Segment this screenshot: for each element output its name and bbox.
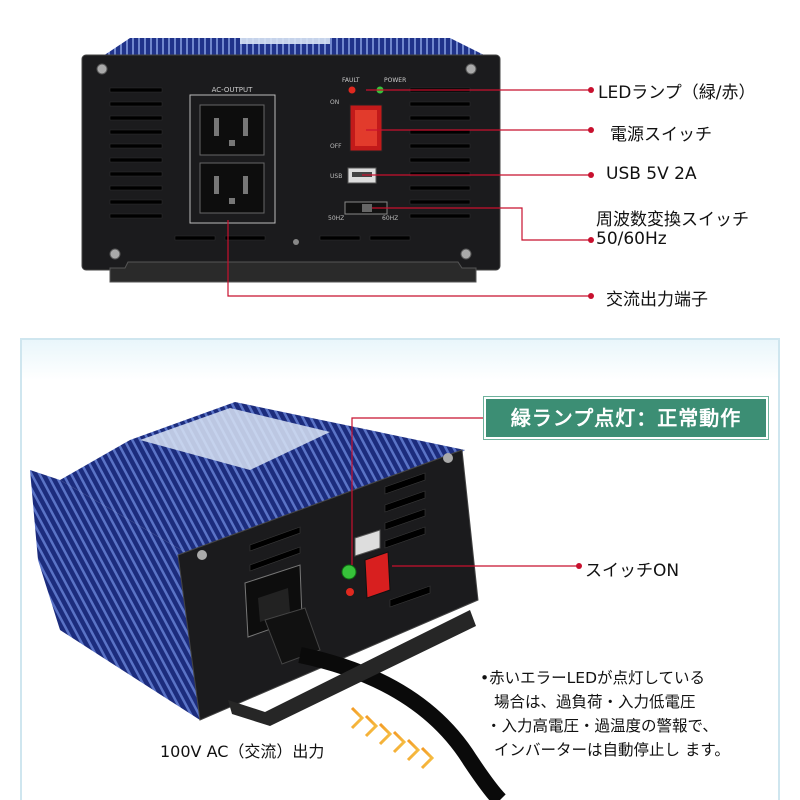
fault-text: FAULT xyxy=(342,77,360,84)
50hz-text: 50HZ xyxy=(328,215,344,222)
error-note-line-3: ・入力高電圧・過温度の警報で、 xyxy=(486,717,718,735)
error-note-line-1: •赤いエラーLEDが点灯している xyxy=(480,669,706,687)
60hz-text: 60HZ xyxy=(382,215,398,222)
freq-callout-line xyxy=(372,207,590,241)
led-callout-label: LEDランプ（緑/赤） xyxy=(598,83,756,103)
power-text: POWER xyxy=(384,77,406,84)
direction-arrows xyxy=(350,706,435,770)
freq-callout-label-line1: 周波数変換スイッチ xyxy=(596,210,749,230)
ac-output-label: 100V AC（交流）出力 xyxy=(160,742,325,761)
terminal-callout-line xyxy=(227,220,590,297)
usb-callout-label: USB 5V 2A xyxy=(606,164,697,184)
callout-lines xyxy=(227,87,594,299)
normal-operation-banner: 緑ランプ点灯：正常動作 xyxy=(483,396,769,440)
usb-text: USB xyxy=(330,173,342,180)
rocker-switch-on[interactable] xyxy=(364,551,391,599)
off-text: OFF xyxy=(330,143,342,150)
switch-on-label: スイッチON xyxy=(585,561,680,581)
ac-output-text: AC-OUTPUT xyxy=(212,86,254,94)
error-note-line-4: インバーターは自動停止し ます。 xyxy=(494,741,730,759)
power-cable xyxy=(298,647,506,800)
freq-callout-label-line2: 50/60Hz xyxy=(596,229,667,249)
red-led xyxy=(346,588,354,596)
ac-terminal-callout-label: 交流出力端子 xyxy=(606,290,708,310)
inverter-angled-photo xyxy=(30,402,582,800)
on-text: ON xyxy=(330,99,339,106)
top-panel: AC-OUTPUT FAULT POWER ON OFF USB 50HZ 60… xyxy=(0,0,800,312)
green-led xyxy=(341,564,357,580)
fault-led xyxy=(348,86,356,94)
power-switch-callout-label: 電源スイッチ xyxy=(610,125,712,145)
error-note-line-2: 場合は、過負荷・入力低電圧 xyxy=(494,693,696,711)
